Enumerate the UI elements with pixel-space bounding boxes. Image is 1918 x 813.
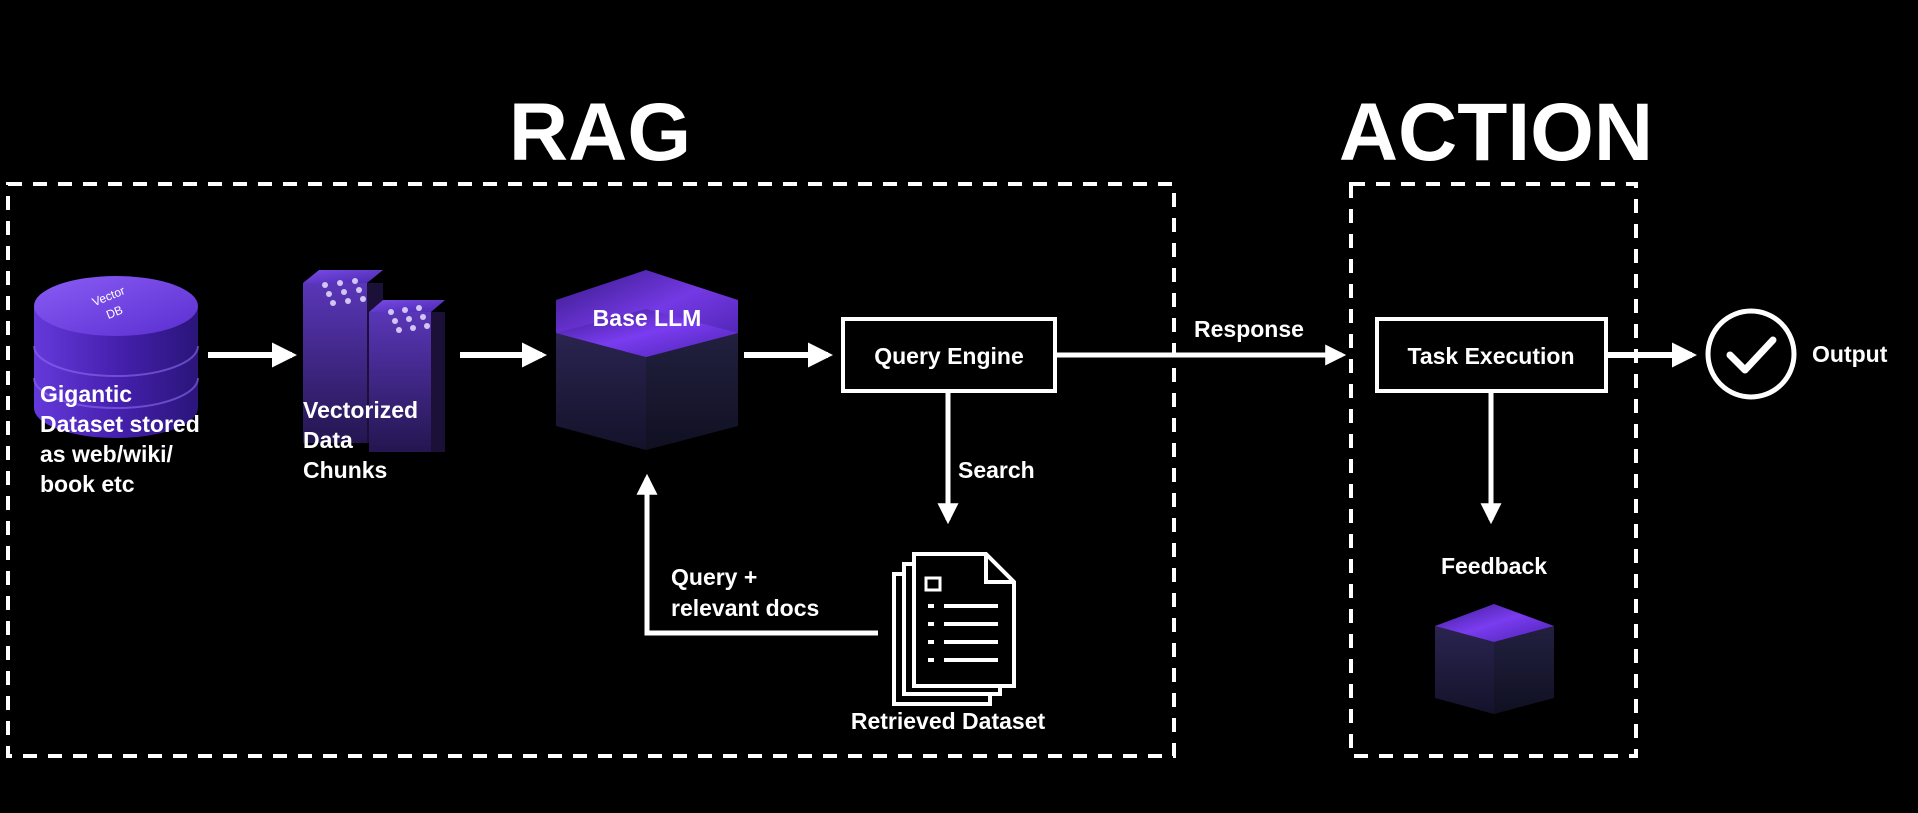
feedback-label: Feedback (1441, 553, 1547, 579)
query-engine-label: Query Engine (874, 343, 1024, 369)
rag-title: RAG (509, 87, 691, 178)
vector-db-caption-line3: as web/wiki/ (40, 441, 174, 467)
action-title: ACTION (1339, 87, 1653, 178)
rag-frame (6, 182, 1176, 758)
output-label: Output (1812, 341, 1888, 367)
vector-db-caption-line4: book etc (40, 471, 135, 497)
base-llm-cube (556, 270, 738, 450)
data-chunks-icon (303, 270, 445, 452)
vector-db-badge-line2: DB (104, 303, 125, 322)
vector-db-caption-line2: Dataset stored (40, 411, 200, 437)
vector-db-icon: Vector DB (33, 276, 199, 438)
output-check-icon (1705, 308, 1797, 400)
arrow-docs-to-llm (636, 473, 878, 636)
task-execution-label: Task Execution (1407, 343, 1574, 369)
chunks-caption-line2: Data (303, 427, 353, 453)
retrieved-documents-icon (892, 552, 1016, 706)
chunks-caption-line3: Chunks (303, 457, 387, 483)
action-frame (1349, 182, 1638, 758)
query-docs-label-line2: relevant docs (671, 595, 819, 621)
base-llm-label: Base LLM (593, 305, 702, 331)
query-docs-label-line1: Query + (671, 564, 757, 590)
feedback-cube (1435, 604, 1554, 714)
response-label: Response (1194, 316, 1304, 342)
vector-db-caption-line1: Gigantic (40, 381, 132, 407)
search-label: Search (958, 457, 1035, 483)
chunks-caption-line1: Vectorized (303, 397, 418, 423)
retrieved-dataset-label: Retrieved Dataset (851, 708, 1046, 734)
